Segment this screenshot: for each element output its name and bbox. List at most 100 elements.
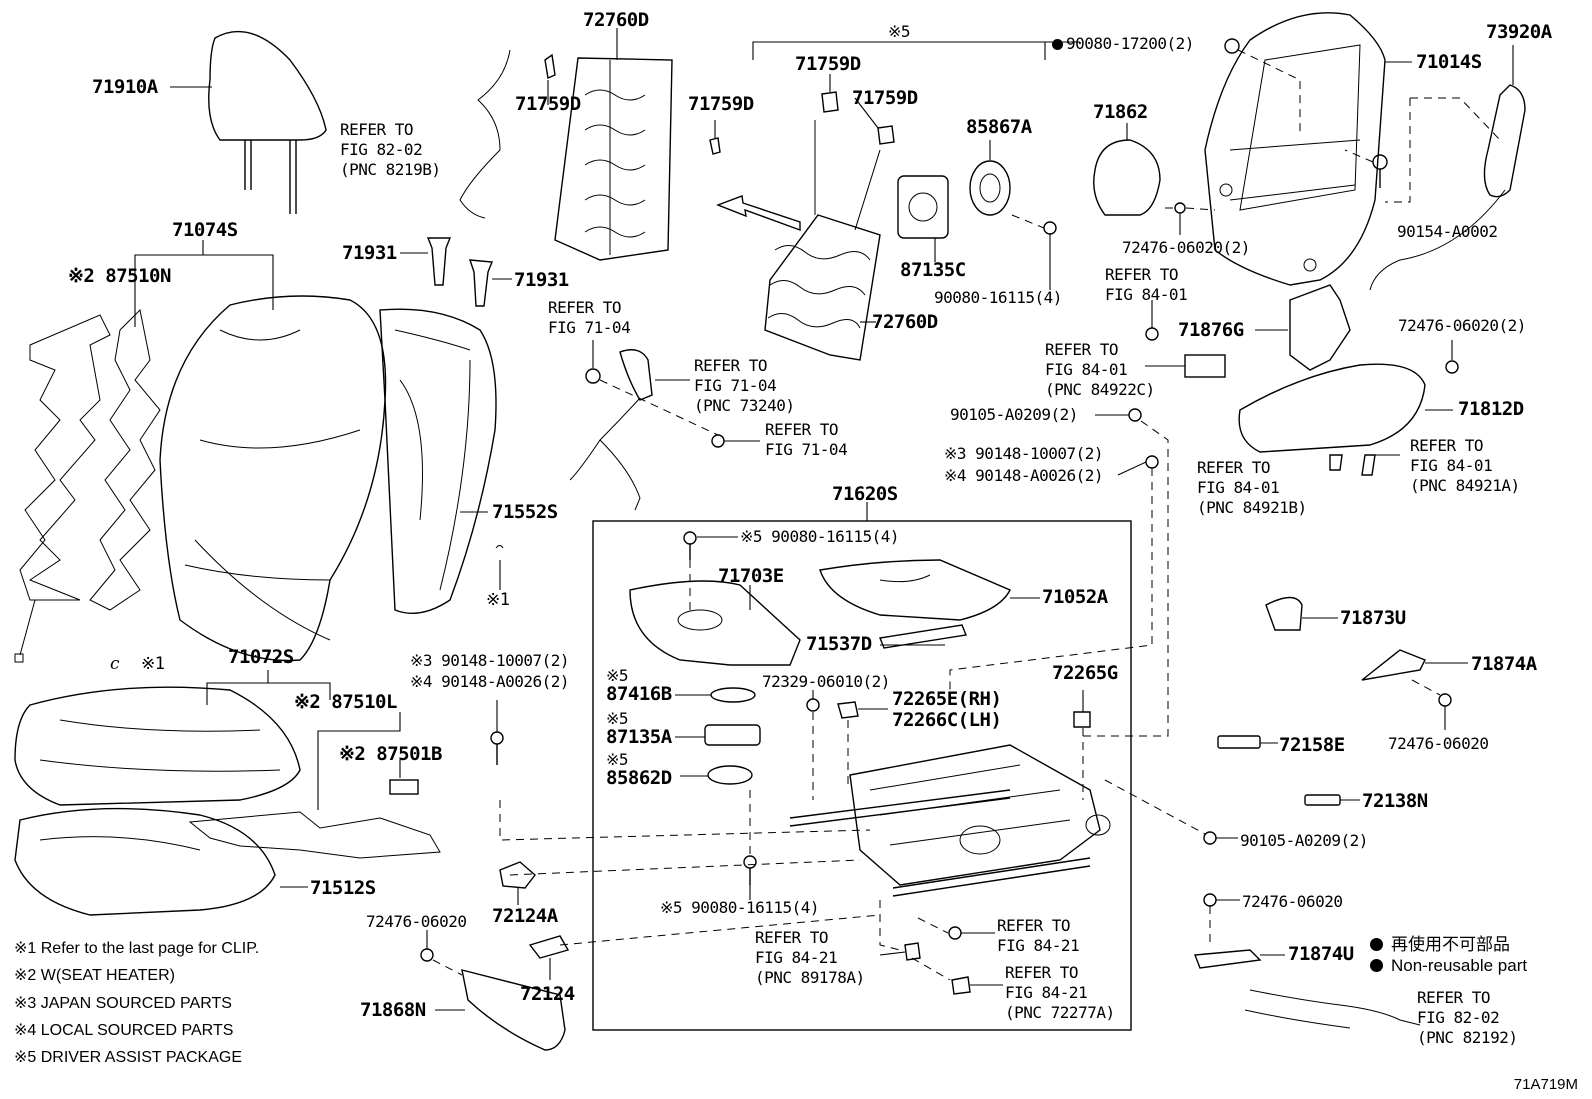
clip-mark-2-text: ※1 [141,654,165,674]
legend-english-text: Non-reusable part [1391,956,1528,975]
wire-harness-b [1249,989,1421,1026]
label-71874A: 71874A [1471,653,1537,675]
label-71759D-a: 71759D [515,93,581,115]
seat-side-shield [1238,363,1426,453]
non-reusable-dot [1370,959,1383,972]
headrest [208,30,327,214]
footnote-3: ※3 JAPAN SOURCED PARTS [14,995,232,1012]
label-72138N: 72138N [1362,790,1428,812]
label-71552S: 71552S [492,501,558,523]
label-72760D-bottom: 72760D [872,311,938,333]
label-85867A: 85867A [966,116,1032,138]
headrest-support-pins [426,237,493,307]
footnote-1: ※1 Refer to the last page for CLIP. [14,940,260,957]
clip-mark-2: c ※1 [110,654,165,674]
seat-spring-71052A [819,559,1011,621]
label-87416B: 87416B [606,683,672,705]
refer-fig-84-21-b: REFER TO FIG 84-21 (PNC 89178A) [755,928,865,987]
label-72760D-top: 72760D [583,9,649,31]
mark-87416B: ※5 [606,666,629,685]
label-72158E: 72158E [1279,734,1345,756]
refer-fig-84-21-a: REFER TO FIG 84-21 [997,916,1080,955]
label-90148-10007-a: ※3 90148-10007(2) [944,444,1104,463]
label-71812D: 71812D [1458,398,1524,420]
label-71868N: 71868N [360,999,426,1021]
label-90154-A0002: 90154-A0002 [1397,222,1498,241]
seat-cushion-cover [14,686,301,806]
label-71862: 71862 [1093,101,1148,123]
legend-japanese: 再使用不可部品 [1370,930,1510,955]
bracket-72124A [499,861,536,889]
wire-harness-a [459,49,511,219]
label-72329-06010: 72329-06010(2) [762,672,890,691]
label-87135A: 87135A [606,726,672,748]
label-72476-06020-e: 72476-06020 [1242,892,1343,911]
cushion-pan-71703E [629,580,801,666]
label-71537D: 71537D [806,633,872,655]
lumbar-support-lower [764,120,881,361]
refer-fig-84-01-b: REFER TO FIG 84-01 (PNC 84922C) [1045,340,1155,399]
label-87510L: ※2 87510L [294,691,397,713]
label-71876G: 71876G [1178,319,1244,341]
label-71512S: 71512S [310,877,376,899]
recliner-knob [619,349,653,401]
footnote-2: ※2 W(SEAT HEATER) [14,967,175,984]
seat-cushion-pad [14,807,276,916]
label-71759D-b: 71759D [688,93,754,115]
clip-mark-1: ※1 [486,590,510,610]
mark-87135A: ※5 [606,709,629,728]
sheet-code: 71A719M [1513,1076,1578,1093]
label-73920A: 73920A [1486,21,1552,43]
clip-icon: c [110,654,120,674]
seatback-cover [159,295,387,662]
label-71931-b: 71931 [514,269,569,291]
label-90080-16115-c: ※5 90080-16115(4) [660,898,820,917]
refer-fig-71-04-a: REFER TO FIG 71-04 [548,298,631,337]
non-reusable-dot [1370,938,1383,951]
label-90080-16115-a: 90080-16115(4) [934,288,1062,307]
frame-cover [1093,139,1161,216]
label-72265E: 72265E(RH) [892,688,1002,710]
footnote-4: ※4 LOCAL SOURCED PARTS [14,1022,234,1039]
part-71874U [1194,949,1262,969]
refer-fig-82-02-a: REFER TO FIG 82-02 (PNC 8219B) [340,120,441,179]
label-71931-a: 71931 [342,242,397,264]
seatback-frame [1204,12,1386,286]
seat-cushion-heater [188,811,441,859]
heater-module [389,779,419,795]
label-90148-A0026-b: ※4 90148-A0026(2) [410,672,570,691]
refer-fig-84-01-a: REFER TO FIG 84-01 [1105,265,1188,304]
mark-85862D: ※5 [606,750,629,769]
cover-71868N [461,969,566,1051]
label-71072S: 71072S [228,646,294,668]
label-72476-06020-c: 72476-06020 [1388,734,1489,753]
label-90148-A0026-a: ※4 90148-A0026(2) [944,466,1104,485]
label-85862D: 85862D [606,767,672,789]
recliner-cover [1289,284,1351,371]
part-71873U [1265,596,1303,631]
seatback-pad [379,308,497,614]
refer-fig-84-21-c: REFER TO FIG 84-21 (PNC 72277A) [1005,963,1115,1022]
bolt-90080-17200 [1224,38,1240,54]
label-87135C: 87135C [900,259,966,281]
label-87501B: ※2 87501B [339,743,442,765]
label-72266C: 72266C(LH) [892,709,1002,731]
label-90105-A0209-a: 90105-A0209(2) [950,405,1078,424]
label-90105-A0209-b: 90105-A0209(2) [1240,831,1368,850]
seat-adjuster-group-box [592,520,1132,1031]
refer-fig-71-04-b: REFER TO FIG 71-04 (PNC 73240) [694,356,795,415]
label-71703E: 71703E [718,565,784,587]
part-72158E [1217,735,1261,749]
label-71873U: 71873U [1340,607,1406,629]
legend-japanese-text: 再使用不可部品 [1391,935,1510,954]
label-72124: 72124 [520,983,575,1005]
part-72138N [1304,794,1341,806]
direction-arrow [716,195,801,231]
label-71874U: 71874U [1288,943,1354,965]
actuator-85867A [969,160,1011,216]
bracket-72124 [528,935,570,959]
actuator-87135C [897,175,949,239]
label-90080-17200: 90080-17200(2) [1052,34,1194,54]
